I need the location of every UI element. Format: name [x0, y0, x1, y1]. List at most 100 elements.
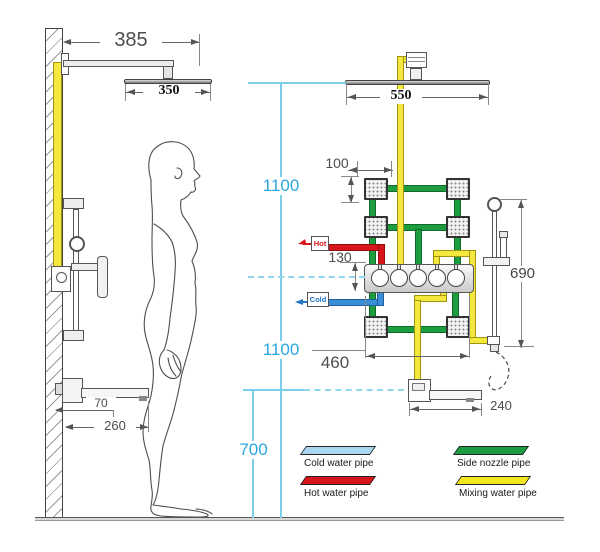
height-line-spout-dashed — [304, 389, 404, 391]
body-nozzle-3 — [364, 216, 388, 238]
arrowhead — [127, 89, 135, 95]
head-mount-bracket — [406, 52, 427, 68]
dim-130-label: 130 — [328, 249, 352, 265]
arrowhead — [518, 200, 524, 208]
cold-inlet-tag: Cold — [307, 292, 329, 307]
dim-550-label: 550 — [380, 88, 422, 104]
mixer-knob-1 — [371, 269, 389, 287]
floor-line — [35, 517, 564, 521]
arrowhead — [479, 94, 487, 100]
legend-swatch-hot — [299, 476, 377, 485]
dim-690-ext — [500, 199, 527, 200]
legend-label-hot: Hot water pipe — [304, 488, 369, 499]
height-lower-label: 700 — [234, 441, 273, 459]
arrowhead — [348, 94, 356, 100]
arrowhead — [55, 407, 63, 413]
dim-350-ext — [125, 84, 126, 101]
dim-260-label: 260 — [94, 419, 136, 433]
tub-spout-aerator — [139, 396, 147, 401]
bracket-detail-line — [408, 57, 425, 58]
dim-70-line — [56, 410, 114, 411]
slide-bar-ring — [69, 236, 85, 252]
dim-nozzle-ext — [341, 202, 359, 203]
dim-130-line — [355, 263, 356, 291]
legend-swatch-cold — [299, 446, 377, 455]
dim-385-label: 385 — [100, 30, 162, 51]
arrowhead — [460, 353, 468, 359]
cold-inlet-arrow-tail — [300, 301, 308, 303]
arrowhead — [65, 424, 73, 430]
arrowhead — [367, 353, 375, 359]
arrowhead — [348, 195, 354, 203]
dim-240-label: 240 — [490, 398, 512, 413]
dim-100-label: 100 — [325, 155, 349, 171]
arrowhead — [201, 89, 209, 95]
height-line-main — [280, 82, 282, 518]
tub-spout-front — [429, 390, 482, 400]
arrowhead — [191, 39, 199, 45]
handshower-holder — [483, 257, 510, 266]
body-nozzle-6 — [446, 316, 470, 338]
arrowhead — [411, 406, 419, 412]
legend-swatch-mixing — [454, 476, 532, 485]
slide-bar-top-bracket — [63, 198, 84, 209]
cold-inlet-arrow-icon — [295, 299, 303, 305]
dim-nozzle-ext — [341, 176, 359, 177]
arrowhead — [352, 283, 358, 291]
height-middle-label: 1100 — [257, 341, 305, 359]
dim-550-ext — [488, 84, 489, 105]
arrowhead — [349, 167, 357, 173]
arrowhead — [63, 39, 71, 45]
height-line-top — [248, 82, 346, 84]
mixer-knob-5 — [447, 269, 465, 287]
legend-label-mixing: Mixing water pipe — [459, 488, 537, 499]
height-line-spout — [243, 389, 304, 391]
shower-hose-dashed — [488, 351, 510, 391]
legend-label-side-nozzle: Side nozzle pipe — [457, 458, 531, 469]
height-line-valve-dashed — [248, 276, 365, 278]
dim-350-label: 350 — [143, 83, 195, 99]
dim-130-ext — [340, 262, 366, 263]
mixing-pipe-spout-run — [414, 295, 447, 302]
dim-460-line — [366, 356, 469, 357]
arrowhead — [140, 424, 148, 430]
tub-spout-plate-inner — [412, 383, 425, 391]
dim-460-ext — [365, 296, 366, 358]
arrowhead — [384, 167, 392, 173]
arrowhead — [518, 340, 524, 348]
slide-bar-bottom-bracket — [63, 330, 84, 341]
dim-240-ext — [409, 403, 410, 416]
mixer-knob-4 — [428, 269, 446, 287]
arrowhead — [352, 263, 358, 271]
arrowhead — [472, 406, 480, 412]
rain-shower-head-side — [124, 79, 212, 84]
body-nozzle-1 — [364, 178, 388, 200]
bracket-detail-line — [408, 61, 425, 62]
shower-arm — [63, 60, 174, 67]
mixer-knob-2 — [390, 269, 408, 287]
dim-460-leader — [312, 350, 366, 351]
tub-spout-aerator-front — [466, 398, 474, 402]
hot-inlet-tag: Hot — [311, 236, 329, 251]
dim-70-label: 70 — [86, 397, 116, 410]
height-upper-label: 1100 — [257, 177, 305, 195]
hose-nut — [490, 344, 499, 352]
mixer-knob-3 — [409, 269, 427, 287]
dim-690-label: 690 — [505, 266, 540, 282]
dim-260-ext — [148, 401, 149, 432]
dim-100-ext — [357, 161, 358, 177]
dim-385-ext — [199, 34, 200, 66]
body-nozzle-2 — [446, 178, 470, 200]
dim-350-ext — [210, 84, 211, 101]
dim-100-line — [348, 170, 393, 171]
shower-arm-elbow — [163, 66, 173, 79]
arrowhead — [348, 177, 354, 185]
dim-240-line — [410, 409, 482, 410]
dim-550-ext — [346, 84, 347, 105]
body-nozzle-4 — [446, 216, 470, 238]
dim-460-ext — [469, 296, 470, 358]
dim-460-label: 460 — [320, 353, 350, 372]
human-figure — [142, 141, 213, 518]
